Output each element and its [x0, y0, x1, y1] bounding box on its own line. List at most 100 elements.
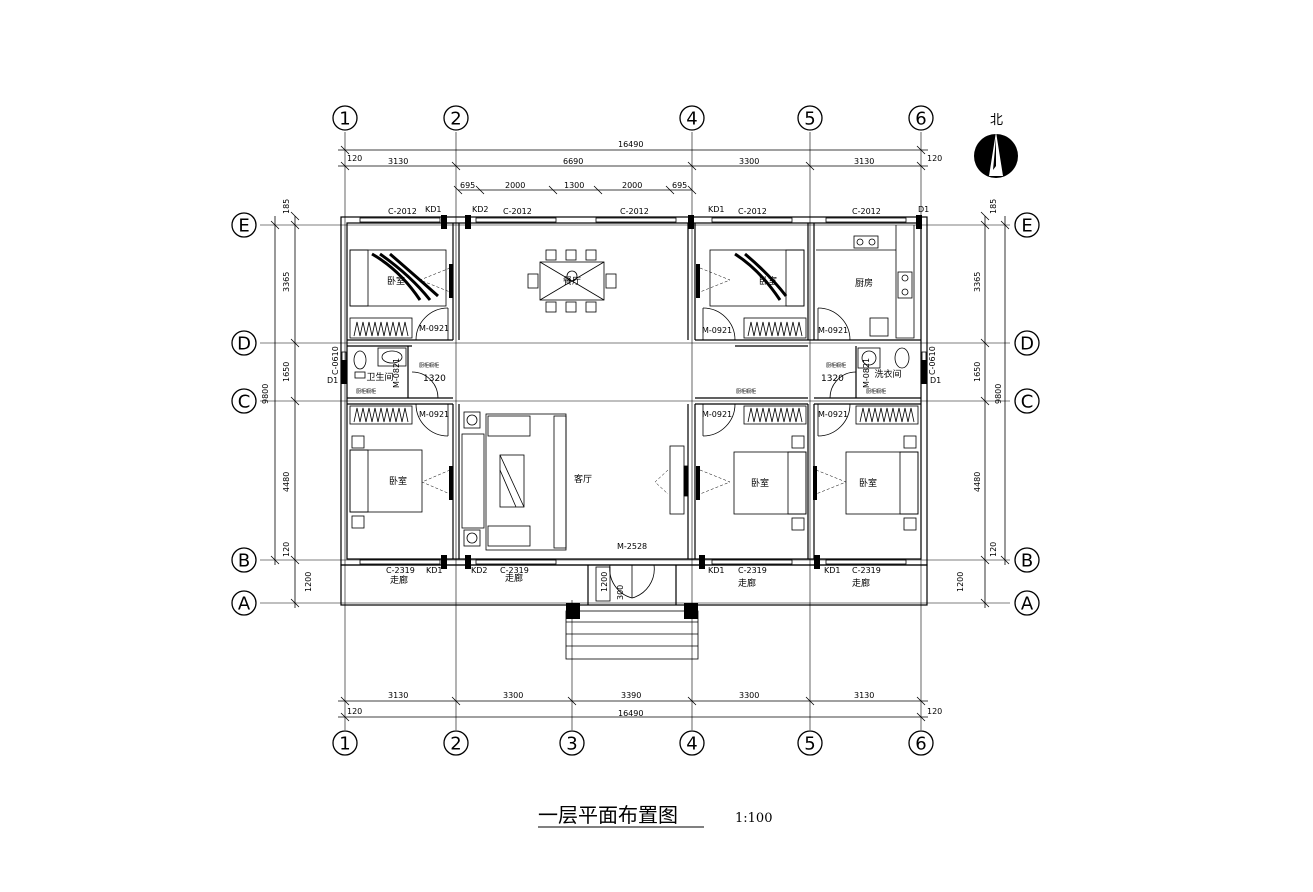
tag-c2319-3: C-2319: [738, 566, 767, 575]
left-dim-120: 120: [282, 542, 291, 557]
tag-kd1-top-2: KD1: [708, 205, 725, 214]
tag-d1-top: D1: [918, 205, 929, 214]
walls: [340, 216, 928, 606]
bottom-dim-1: 3130: [388, 691, 408, 700]
tag-c2012-1: C-2012: [388, 207, 417, 216]
tag-c0610-left: C-0610: [331, 346, 340, 375]
top-edge-dim-left: 120: [347, 154, 362, 163]
inner-dim-1320-left: 1320: [423, 374, 446, 384]
right-dim-1200: 1200: [956, 572, 965, 592]
top-dim-1: 3130: [388, 157, 408, 166]
tag-wardrobe-1: 厨柜橱柜: [419, 362, 439, 369]
room-label-bedroom-bottom-mid: 卧室: [751, 477, 769, 489]
axis-bubbles-bottom: [332, 730, 934, 756]
side-dim-texts: 185 3365 1650 4480 120 1200 9800 185 336…: [261, 199, 1003, 592]
axis-label-left-C: C: [238, 392, 251, 413]
top-dim-3: 3300: [739, 157, 759, 166]
top-dim-4: 3130: [854, 157, 874, 166]
room-label-corridor-4: 走廊: [852, 577, 870, 589]
right-dim-1650: 1650: [973, 362, 982, 382]
room-label-corridor-3: 走廊: [738, 577, 756, 589]
axis-label-right-C: C: [1021, 392, 1034, 413]
right-dim-185: 185: [989, 199, 998, 214]
axis-bubbles-top: [332, 105, 934, 131]
opening-tags: C-2012 C-2012 C-2012 C-2012 C-2012 KD1 K…: [327, 205, 941, 600]
axis-label-right-E: E: [1021, 216, 1032, 237]
axis-bubbles-right: [1014, 212, 1040, 616]
left-total-dim: 9800: [261, 384, 270, 404]
room-label-corridor-2: 走廊: [505, 572, 523, 584]
wardrobe-mid-left: [349, 405, 413, 425]
room-label-bathroom: 卫生间: [366, 371, 393, 383]
tag-m0821-right: M-0821: [862, 358, 871, 388]
tag-wardrobe-2: 厨柜橱柜: [356, 388, 376, 395]
top-dimension-lines: [338, 145, 928, 195]
entrance-steps: [565, 566, 699, 660]
wardrobe-top-right: [743, 317, 807, 339]
axis-label-right-D: D: [1020, 334, 1034, 355]
inner-dim-300: 300: [616, 585, 625, 600]
right-dim-120: 120: [989, 542, 998, 557]
top-sub-dim-4: 2000: [622, 181, 642, 190]
wardrobe-mid-right-a: [743, 405, 807, 425]
axis-label-top-4: 4: [686, 109, 697, 130]
living-sofa-set: [461, 411, 567, 551]
tag-m0921-5: M-0921: [702, 410, 732, 419]
kitchen-counter: [816, 225, 915, 339]
left-dim-1650: 1650: [282, 362, 291, 382]
tv-sets: [449, 264, 817, 500]
axis-label-bottom-5: 5: [804, 734, 815, 755]
left-dim-3365: 3365: [282, 272, 291, 292]
axis-label-right-B: B: [1021, 551, 1033, 572]
room-label-kitchen: 厨房: [855, 277, 873, 289]
tag-c2012-4: C-2012: [738, 207, 767, 216]
bottom-total-dim: 16490: [618, 709, 643, 718]
axis-label-left-E: E: [238, 216, 249, 237]
tag-m0921-4: M-0921: [419, 410, 449, 419]
bed-bottom-mid: [733, 435, 807, 531]
axis-label-left-B: B: [238, 551, 250, 572]
bed-bottom-left: [349, 435, 423, 529]
tag-m2528: M-2528: [617, 542, 647, 551]
axis-label-top-1: 1: [339, 109, 350, 130]
room-label-bedroom-top-left: 卧室: [387, 275, 405, 287]
tag-c0610-right: C-0610: [928, 346, 937, 375]
bed-top-left: [349, 249, 447, 307]
bottom-edge-dim-left: 120: [347, 707, 362, 716]
tag-kd2-top: KD2: [472, 205, 489, 214]
bottom-dimension-lines: [338, 696, 928, 722]
left-dim-4480: 4480: [282, 472, 291, 492]
wardrobe-mid-right-b: [855, 405, 919, 425]
top-edge-dim-right: 120: [927, 154, 942, 163]
tag-m0821-left: M-0821: [392, 358, 401, 388]
laundry-fixtures: [857, 347, 910, 369]
tag-c2319-4: C-2319: [852, 566, 881, 575]
tag-kd1-bottom-3: KD1: [824, 566, 841, 575]
tv-cabinet: [669, 445, 689, 515]
bed-top-right: [709, 249, 805, 307]
tag-kd1-bottom-1: KD1: [426, 566, 443, 575]
top-sub-dim-3: 1300: [564, 181, 584, 190]
top-sub-dim-1: 695: [460, 181, 475, 190]
inner-dim-1200: 1200: [600, 572, 609, 592]
drawing-scale: 1:100: [735, 811, 772, 826]
room-label-dining: 餐厅: [563, 275, 581, 287]
room-label-laundry: 洗衣间: [874, 368, 901, 380]
north-arrow-icon: [974, 132, 1018, 178]
dining-table: [527, 249, 617, 313]
room-label-bedroom-top-right: 卧室: [759, 275, 777, 287]
axis-label-left-D: D: [237, 334, 251, 355]
north-label: 北: [990, 113, 1003, 128]
bottom-dim-5: 3130: [854, 691, 874, 700]
right-dimension-lines: [980, 211, 1010, 608]
tag-d1-right: D1: [930, 376, 941, 385]
tag-c2012-3: C-2012: [620, 207, 649, 216]
room-label-living: 客厅: [574, 473, 592, 485]
bottom-dim-2: 3300: [503, 691, 523, 700]
room-label-bedroom-bottom-right: 卧室: [859, 477, 877, 489]
door-swings: [411, 307, 857, 599]
tag-kd2-bottom: KD2: [471, 566, 488, 575]
left-dim-185: 185: [282, 199, 291, 214]
axis-label-bottom-4: 4: [686, 734, 697, 755]
